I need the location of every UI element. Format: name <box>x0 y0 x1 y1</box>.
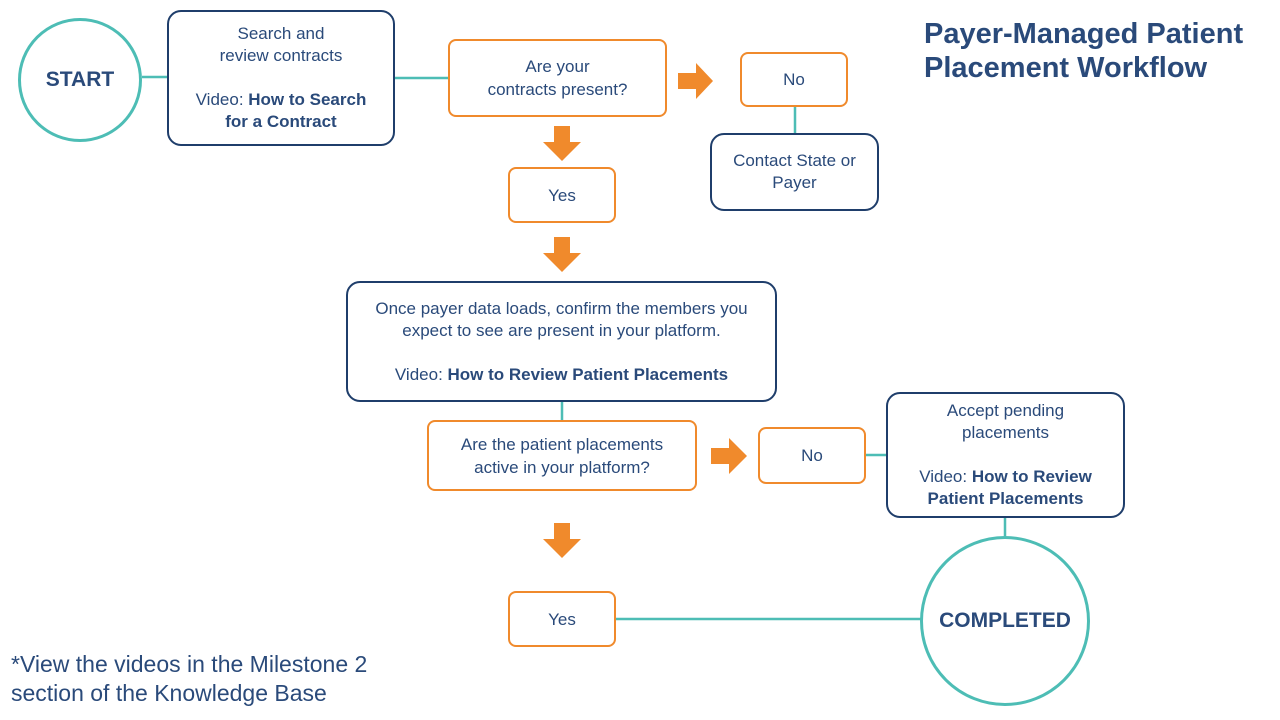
confirm-text: Once payer data loads, confirm the membe… <box>375 298 748 318</box>
accept-text: Accept pending <box>946 401 1065 420</box>
footnote-line: *View the videos in the Milestone 2 <box>11 651 368 677</box>
accept-placements-box: Accept pending placements Video: How to … <box>886 392 1125 518</box>
confirm-video-line: Video: How to Review Patient Placements <box>395 364 728 386</box>
video-title: How to Search <box>248 90 367 109</box>
down-arrow-icon <box>543 126 581 161</box>
completed-node: COMPLETED <box>920 536 1090 706</box>
video-title: Patient Placements <box>927 489 1084 508</box>
no-label: No <box>783 70 805 89</box>
yes-label: Yes <box>548 185 576 205</box>
contracts-present-question: Are your contracts present? <box>448 39 667 117</box>
completed-label: COMPLETED <box>939 609 1071 632</box>
contact-state-payer-box: Contact State or Payer <box>710 133 879 211</box>
no-label: No <box>801 446 823 465</box>
contact-text: Contact State or <box>733 151 856 170</box>
video-title: How to Review <box>971 467 1092 486</box>
question-text: Are your <box>525 57 590 76</box>
video-title: for a Contract <box>225 112 337 131</box>
right-arrow-icon <box>678 63 713 99</box>
search-text: Search and <box>237 24 325 43</box>
no-active-box: No <box>758 427 866 484</box>
page-title: Payer-Managed Patient Placement Workflow <box>924 17 1243 85</box>
question-text: Are the patient placements <box>460 434 664 454</box>
search-text: review contracts <box>219 46 343 65</box>
yes-label: Yes <box>548 609 576 629</box>
search-contracts-box: Search and review contracts Video: How t… <box>167 10 395 146</box>
search-video-line: Video: How to Search <box>196 89 367 111</box>
accept-video-line: Video: How to Review <box>919 466 1092 488</box>
footnote: *View the videos in the Milestone 2 sect… <box>11 650 367 708</box>
title-line: Payer-Managed Patient <box>924 18 1244 50</box>
start-label: START <box>45 68 115 91</box>
down-arrow-icon <box>543 523 581 558</box>
confirm-members-box: Once payer data loads, confirm the membe… <box>346 281 777 402</box>
accept-text: placements <box>962 423 1049 442</box>
question-text: active in your platform? <box>474 457 650 477</box>
footnote-line: section of the Knowledge Base <box>11 680 327 706</box>
video-prefix: Video: <box>195 90 249 109</box>
video-prefix: Video: <box>919 467 972 486</box>
start-node: START <box>18 18 142 142</box>
confirm-text: expect to see are present in your platfo… <box>402 320 721 340</box>
placements-active-question: Are the patient placements active in you… <box>427 420 697 491</box>
right-arrow-icon <box>711 438 747 474</box>
video-title: How to Review Patient Placements <box>447 364 729 384</box>
contact-text: Payer <box>772 173 817 192</box>
no-contracts-box: No <box>740 52 848 107</box>
down-arrow-icon <box>543 237 581 272</box>
yes-contracts-box: Yes <box>508 167 616 223</box>
question-text: contracts present? <box>487 80 628 99</box>
video-prefix: Video: <box>394 364 448 384</box>
title-line: Placement Workflow <box>924 52 1208 84</box>
yes-active-box: Yes <box>508 591 616 647</box>
